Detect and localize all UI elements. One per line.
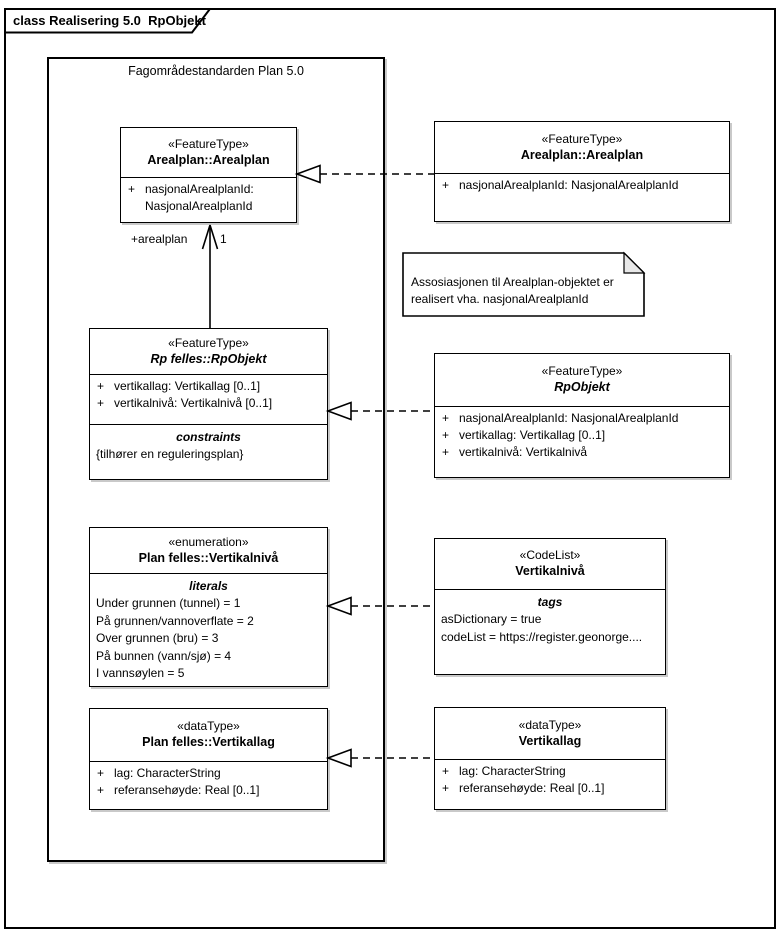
attribute-text: vertikalnivå: Vertikalnivå <box>459 445 588 459</box>
attributes-compartment: + lag: CharacterString + referansehøyde:… <box>435 759 665 809</box>
attribute-visibility: + <box>442 764 450 778</box>
attribute-visibility: + <box>442 781 450 795</box>
attribute-row: + vertikallag: Vertikallag [0..1] <box>90 378 327 395</box>
attribute-visibility: + <box>97 396 105 410</box>
attribute-row: + vertikalnivå: Vertikalnivå <box>435 444 729 461</box>
association-multiplicity-label: 1 <box>220 232 227 246</box>
attribute-row: + referansehøyde: Real [0..1] <box>90 782 327 799</box>
enum-literal: På grunnen/vannoverflate = 2 <box>96 613 254 628</box>
literals-compartment: literals Under grunnen (tunnel) = 1 På g… <box>90 573 327 686</box>
class-box-arealplan-left[interactable]: «FeatureType» Arealplan::Arealplan + nas… <box>120 127 297 223</box>
class-header: «CodeList» Vertikalnivå <box>435 539 665 589</box>
attribute-text: lag: CharacterString <box>459 764 566 778</box>
compartment-label: literals <box>189 579 228 593</box>
attribute-visibility: + <box>442 178 450 192</box>
attribute-row: + nasjonalArealplanId: NasjonalArealplan… <box>435 177 729 194</box>
class-box-vertikallag-right[interactable]: «dataType» Vertikallag + lag: CharacterS… <box>434 707 666 810</box>
attribute-row: + vertikalnivå: Vertikalnivå [0..1] <box>90 395 327 412</box>
note[interactable]: Assosiasjonen til Arealplan-objektet er … <box>411 274 637 308</box>
diagram-title: class Realisering 5.0 RpObjekt <box>13 13 206 28</box>
class-header: «enumeration» Plan felles::Vertikalnivå <box>90 528 327 573</box>
class-header: «FeatureType» Arealplan::Arealplan <box>435 122 729 173</box>
stereotype-label: «FeatureType» <box>168 335 249 350</box>
attributes-compartment: + vertikallag: Vertikallag [0..1] + vert… <box>90 374 327 424</box>
class-name: Arealplan::Arealplan <box>520 147 644 162</box>
enum-literal: Over grunnen (bru) = 3 <box>96 631 219 645</box>
class-name: Arealplan::Arealplan <box>147 152 270 167</box>
class-header: «dataType» Vertikallag <box>435 708 665 759</box>
class-box-arealplan-right[interactable]: «FeatureType» Arealplan::Arealplan + nas… <box>434 121 730 222</box>
attribute-visibility: + <box>97 783 105 797</box>
class-name: RpObjekt <box>554 380 610 394</box>
tag-line: asDictionary = true <box>441 612 542 626</box>
compartment-label: constraints <box>176 430 241 444</box>
class-header: «FeatureType» Arealplan::Arealplan <box>121 128 296 177</box>
attribute-row: + vertikallag: Vertikallag [0..1] <box>435 427 729 444</box>
enum-literal: Under grunnen (tunnel) = 1 <box>96 596 241 610</box>
attribute-visibility: + <box>97 766 105 780</box>
enum-literal: På bunnen (vann/sjø) = 4 <box>96 648 232 663</box>
package-label: Fagområdestandarden Plan 5.0 <box>128 64 304 78</box>
class-name: Rp felles::RpObjekt <box>150 351 267 366</box>
class-header: «dataType» Plan felles::Vertikallag <box>90 709 327 761</box>
attribute-row: + lag: CharacterString <box>90 765 327 782</box>
stereotype-label: «dataType» <box>518 717 582 732</box>
note-text: Assosiasjonen til Arealplan-objektet er … <box>411 275 614 306</box>
class-name: Plan felles::Vertikallag <box>142 735 275 749</box>
attributes-compartment: + nasjonalArealplanId: NasjonalArealplan… <box>121 177 296 222</box>
attribute-text: nasjonalArealplanId: NasjonalArealplanId <box>145 182 254 213</box>
constraint-line: {tilhører en reguleringsplan} <box>96 447 244 461</box>
attribute-text: vertikallag: Vertikallag [0..1] <box>114 379 261 393</box>
enum-literal: I vannsøylen = 5 <box>96 666 185 680</box>
stereotype-label: «FeatureType» <box>541 364 623 378</box>
class-box-vertikalniva-enum[interactable]: «enumeration» Plan felles::Vertikalnivå … <box>89 527 328 687</box>
class-box-rpobjekt-right[interactable]: «FeatureType» RpObjekt + nasjonalArealpl… <box>434 353 730 478</box>
compartment-label: tags <box>537 595 563 609</box>
attribute-row: + lag: CharacterString <box>435 763 665 780</box>
attribute-text: vertikallag: Vertikallag [0..1] <box>459 428 606 442</box>
stereotype-label: «FeatureType» <box>541 131 623 146</box>
association-role-label: +arealplan <box>131 232 188 246</box>
class-box-vertikallag-left[interactable]: «dataType» Plan felles::Vertikallag + la… <box>89 708 328 810</box>
attribute-text: vertikalnivå: Vertikalnivå [0..1] <box>114 396 273 410</box>
class-box-vertikalniva-codelist[interactable]: «CodeList» Vertikalnivå tags asDictionar… <box>434 538 666 675</box>
attribute-text: referansehøyde: Real [0..1] <box>459 781 605 795</box>
attribute-row: + nasjonalArealplanId: NasjonalArealplan… <box>435 410 729 427</box>
class-box-rpobjekt-left[interactable]: «FeatureType» Rp felles::RpObjekt + vert… <box>89 328 328 480</box>
class-header: «FeatureType» RpObjekt <box>435 354 729 406</box>
attribute-visibility: + <box>442 411 450 425</box>
class-name: Plan felles::Vertikalnivå <box>138 550 279 565</box>
class-name: Vertikalnivå <box>515 564 585 578</box>
attribute-visibility: + <box>128 182 136 196</box>
attribute-row: + nasjonalArealplanId: NasjonalArealplan… <box>121 181 296 215</box>
attributes-compartment: + nasjonalArealplanId: NasjonalArealplan… <box>435 173 729 221</box>
attribute-text: nasjonalArealplanId: NasjonalArealplanId <box>459 411 679 425</box>
stereotype-label: «dataType» <box>177 719 240 733</box>
attributes-compartment: + lag: CharacterString + referansehøyde:… <box>90 761 327 809</box>
attributes-compartment: + nasjonalArealplanId: NasjonalArealplan… <box>435 406 729 477</box>
attribute-text: lag: CharacterString <box>114 766 221 780</box>
attribute-visibility: + <box>97 379 105 393</box>
tags-compartment: tags asDictionary = true codeList = http… <box>435 589 665 674</box>
stereotype-label: «enumeration» <box>168 534 249 549</box>
attribute-text: nasjonalArealplanId: NasjonalArealplanId <box>459 178 679 192</box>
tag-line: codeList = https://register.geonorge.... <box>441 629 643 644</box>
stereotype-label: «CodeList» <box>519 548 581 562</box>
class-name: Vertikallag <box>518 733 582 748</box>
class-header: «FeatureType» Rp felles::RpObjekt <box>90 329 327 374</box>
attribute-visibility: + <box>442 445 450 459</box>
attribute-visibility: + <box>442 428 450 442</box>
attribute-row: + referansehøyde: Real [0..1] <box>435 780 665 797</box>
stereotype-label: «FeatureType» <box>168 136 249 151</box>
attribute-text: referansehøyde: Real [0..1] <box>114 783 260 797</box>
constraints-compartment: constraints {tilhører en reguleringsplan… <box>90 424 327 479</box>
